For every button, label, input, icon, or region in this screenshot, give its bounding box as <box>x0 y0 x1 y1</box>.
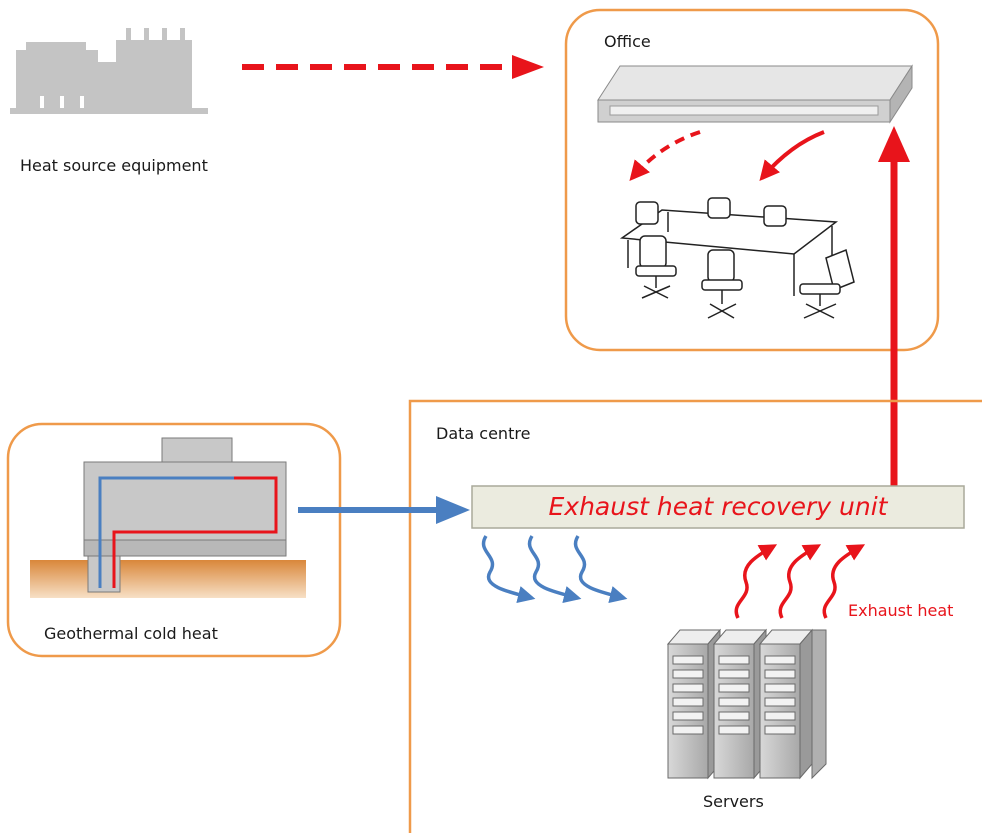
data-centre-label: Data centre <box>436 424 531 443</box>
geothermal-unit-icon <box>30 437 306 598</box>
air-conditioner-icon <box>597 64 913 124</box>
exhaust-heat-recovery-unit-label: Exhaust heat recovery unit <box>548 492 888 521</box>
heat-supply-arrowhead <box>512 55 544 79</box>
servers-label: Servers <box>703 792 764 811</box>
server-racks-icon <box>666 628 827 780</box>
geothermal-frame <box>6 422 342 658</box>
heat-transfer-arrowhead <box>878 126 910 162</box>
airflow-dashed-arrow <box>629 130 701 182</box>
office-chairs-icon <box>635 197 855 319</box>
cool-air-arrows <box>481 535 628 604</box>
heat-source-label: Heat source equipment <box>20 156 208 175</box>
airflow-solid-arrow <box>759 130 825 182</box>
office-label: Office <box>604 32 651 51</box>
exhaust-heat-recovery-unit-box <box>471 485 965 529</box>
office-frame <box>564 8 940 352</box>
geothermal-label: Geothermal cold heat <box>44 624 218 643</box>
heat-source-equipment-icon <box>10 28 208 114</box>
data-centre-frame <box>408 399 982 833</box>
exhaust-heat-label: Exhaust heat <box>848 601 954 620</box>
exhaust-heat-arrows <box>734 544 866 619</box>
cold-heat-arrowhead <box>436 496 470 524</box>
